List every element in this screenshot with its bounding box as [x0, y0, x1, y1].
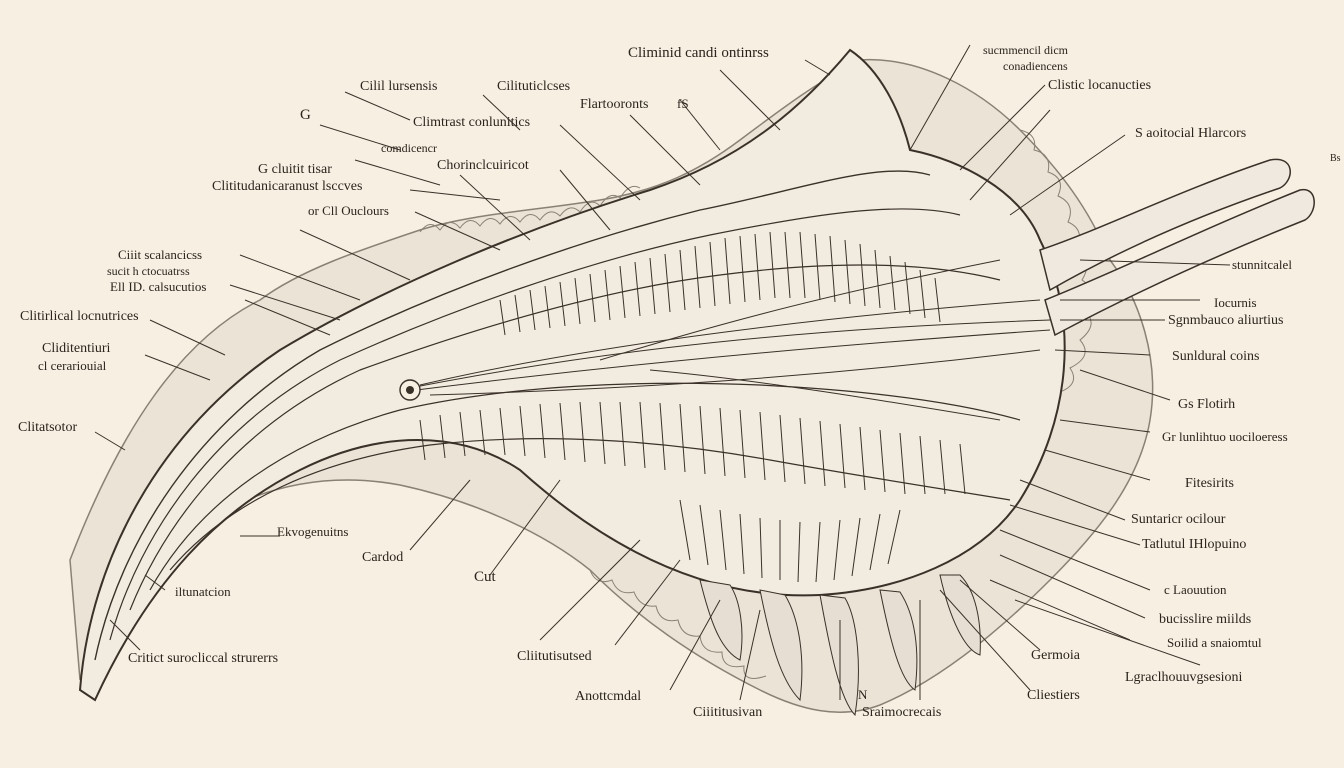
label-climinid-candi-ontinrss: Climinid candi ontinrss	[628, 45, 769, 61]
label-clitatsotor: Clitatsotor	[18, 420, 78, 435]
label-sunldural-coins: Sunldural coins	[1172, 349, 1260, 364]
label-lgraclhouuvgsesioni: Lgraclhouuvgsesioni	[1125, 670, 1243, 685]
label-ekvogenuitns: Ekvogenuitns	[277, 524, 349, 539]
label-iocurnis: Iocurnis	[1214, 295, 1257, 310]
label-critict-surocliccal-strurerrs: Critict surocliccal strurerrs	[128, 651, 279, 666]
label-cilil-lursensis: Cilil lursensis	[360, 79, 438, 94]
label-tatlutul-ihlopuino: Tatlutul IHlopuino	[1142, 537, 1247, 552]
central-nerve-bundle	[399, 259, 1051, 421]
label-stunnitcalel: stunnitcalel	[1232, 257, 1292, 272]
label-cilituticlcses: Cilituticlcses	[497, 79, 571, 94]
label-g-top: G	[300, 107, 311, 123]
label-ciiit-scalancicss: Ciiit scalancicss	[118, 247, 203, 262]
label-c-laouution: c Laouution	[1164, 582, 1227, 597]
label-sgnmbauco-aliurtius: Sgnmbauco aliurtius	[1168, 313, 1284, 328]
bottom-lobes	[699, 574, 981, 717]
body-band-5	[169, 438, 1011, 571]
label-bs: Bs	[1330, 153, 1341, 164]
label-cut: Cut	[474, 569, 496, 585]
label-iltunatcion: iltunatcion	[175, 584, 231, 599]
label-ciiititusivan: Ciiititusivan	[693, 705, 763, 720]
leader-lines	[94, 44, 1231, 701]
label-clistic-locanucties: Clistic locanucties	[1048, 78, 1152, 93]
label-bucisslire-miilds: bucisslire miilds	[1159, 612, 1252, 627]
label-germoia: Germoia	[1031, 648, 1080, 663]
label-cliditentiuri: Cliditentiuri	[42, 341, 111, 356]
label-climtrast-conlunitics: Climtrast conlunitics	[413, 115, 531, 130]
label-cliestiers: Cliestiers	[1027, 688, 1080, 703]
body-band-1	[94, 170, 931, 661]
tentacle-upper	[1039, 158, 1291, 292]
label-flartooronts: Flartooronts	[580, 97, 649, 112]
ribbed-fibers	[419, 231, 966, 583]
label-clitirlical-locnutrices: Clitirlical locnutrices	[20, 309, 139, 324]
label-suntaricr-ocilour: Suntaricr ocilour	[1131, 512, 1226, 527]
label-cl-cerariouial: cl cerariouial	[38, 358, 107, 373]
label-soilid-a-snaiomtul: Soilid a snaiomtul	[1167, 635, 1262, 650]
body-band-4	[149, 382, 1021, 591]
label-sucmmencil-dicm: sucmmencil dicm	[983, 43, 1068, 57]
ruffled-edge-bottom	[589, 569, 767, 679]
label-gs-flotirh: Gs Flotirh	[1178, 397, 1236, 412]
label-or-cll-ouclours: or Cll Ouclours	[308, 203, 389, 218]
ruffled-edge-top	[419, 185, 641, 233]
node-inner	[406, 386, 414, 394]
label-clititudanicaranust-lsccves: Clititudanicaranust lsccves	[212, 179, 363, 194]
label-g-cluitit-tisar: G cluitit tisar	[258, 162, 332, 177]
label-conadiencens: conadiencens	[1003, 59, 1068, 73]
body-band-2	[109, 208, 961, 641]
label-cliitutisutsed: Cliitutisutsed	[517, 649, 592, 664]
label-anottcmdal: Anottcmdal	[575, 689, 642, 704]
label-gr-lunlihtuo-uociloeress: Gr lunlihtuo uociloeress	[1162, 429, 1288, 444]
label-ell-id-calsucutios: Ell ID. calsucutios	[110, 279, 207, 294]
label-chorinclcuiricot: Chorinclcuiricot	[437, 158, 529, 173]
label-sucit-h-ctocuatrss: sucit h ctocuatrss	[107, 264, 190, 278]
label-cardod: Cardod	[362, 550, 404, 565]
label-comdicencr: comdicencr	[381, 141, 437, 155]
label-n: N	[858, 687, 868, 702]
label-sraimocrecais: Sraimocrecais	[862, 705, 942, 720]
label-fitesirits: Fitesirits	[1185, 476, 1235, 491]
label-fs: fS	[677, 96, 689, 111]
tentacle-lower	[1044, 189, 1315, 337]
label-s-aoitocial-hlarcors: S aoitocial Hlarcors	[1135, 126, 1247, 141]
